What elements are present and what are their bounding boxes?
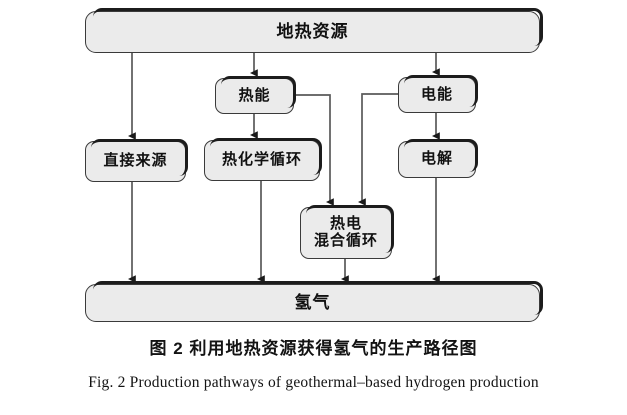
- node-geothermal-resource: 地热资源: [85, 8, 543, 53]
- node-label: 直接来源: [103, 152, 168, 170]
- edge-electric-hybrid: [358, 93, 398, 206]
- flowchart-diagram: 地热资源 热能 电能 直接来源 热化学循环 电解 热电 混合循环 氢气: [85, 8, 543, 322]
- edge-thermal-hybrid: [294, 94, 334, 206]
- connector-layer: [128, 53, 440, 283]
- node-label: 地热资源: [276, 22, 349, 42]
- figure-caption-chinese: 图 2 利用地热资源获得氢气的生产路径图: [149, 339, 478, 358]
- node-electrolysis: 电解: [398, 139, 478, 178]
- node-thermochemical-cycle: 热化学循环: [204, 138, 322, 181]
- node-direct-source: 直接来源: [85, 139, 188, 182]
- node-label: 电解: [420, 150, 453, 168]
- node-hydrogen: 氢气: [85, 281, 543, 322]
- node-label: 热能: [238, 86, 271, 104]
- node-electric-energy: 电能: [398, 75, 478, 113]
- node-label: 热化学循环: [221, 151, 302, 169]
- figure-caption-english: Fig. 2 Production pathways of geothermal…: [88, 374, 539, 391]
- node-label: 热电 混合循环: [313, 215, 378, 249]
- node-thermal-energy: 热能: [215, 76, 296, 114]
- node-hybrid-cycle: 热电 混合循环: [300, 205, 394, 259]
- node-label: 氢气: [294, 293, 331, 313]
- node-label: 电能: [420, 85, 453, 103]
